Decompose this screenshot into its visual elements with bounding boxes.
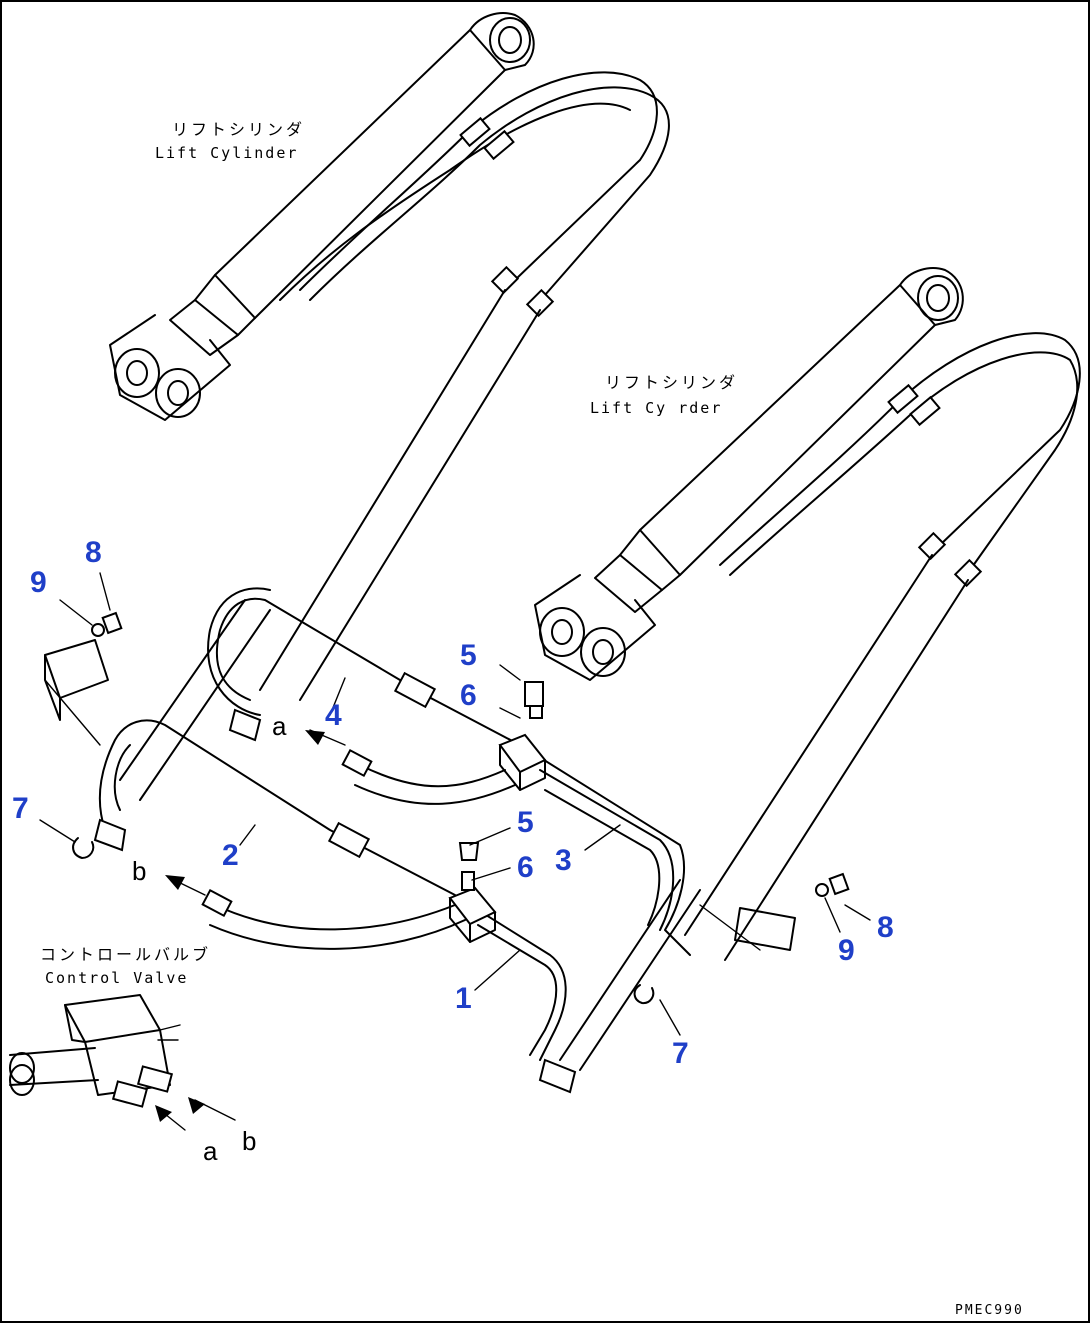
callout-9-left: 9 [30,566,47,599]
leader-lines [39,572,871,1131]
callout-3: 3 [555,844,572,877]
hose-a [341,748,516,805]
tube-1 [469,904,577,1094]
valve-en-label: Control Valve [45,969,188,987]
tube-3 [539,769,675,931]
tube-4 [207,587,691,956]
clamp-left [44,611,123,859]
marker-a-upper: a [272,711,287,741]
tee-block-lower [448,842,497,943]
marker-b-upper: b [132,856,146,886]
left-long-tubes [119,289,541,801]
tee-block-upper [498,681,547,791]
tube-2 [93,719,456,896]
callout-2: 2 [222,839,239,872]
callout-5-upper: 5 [460,639,477,672]
right-cylinder-en-label: Lift Cy rder [590,399,722,417]
callout-7-left: 7 [12,792,29,825]
valve-jp-label: コントロールバルブ [40,945,211,964]
control-valve [9,994,181,1108]
right-lift-cylinder [534,267,964,681]
left-lift-cylinder [109,12,535,421]
callout-1: 1 [455,982,472,1015]
callout-6-upper: 6 [460,679,477,712]
flow-arrows [155,730,325,1122]
callout-8-right: 8 [877,911,894,944]
callout-6-lower: 6 [517,851,534,884]
left-cylinder-jp-label: リフトシリンダ [172,120,305,139]
drawing-code: PMEC990 [955,1303,1024,1318]
marker-a-valve: a [203,1136,218,1166]
callout-5-lower: 5 [517,806,534,839]
hose-b [201,888,466,950]
callout-4: 4 [325,699,342,732]
clamp-right [633,872,850,1005]
marker-b-valve: b [242,1126,256,1156]
right-long-tubes [559,554,969,1071]
right-cylinder-hoses [719,332,1081,588]
callout-8-left: 8 [85,536,102,569]
callout-9-right: 9 [838,934,855,967]
left-cylinder-en-label: Lift Cylinder [155,144,298,162]
right-cylinder-jp-label: リフトシリンダ [605,373,738,392]
left-cylinder-hoses [279,71,670,318]
callout-7-right: 7 [672,1037,689,1070]
